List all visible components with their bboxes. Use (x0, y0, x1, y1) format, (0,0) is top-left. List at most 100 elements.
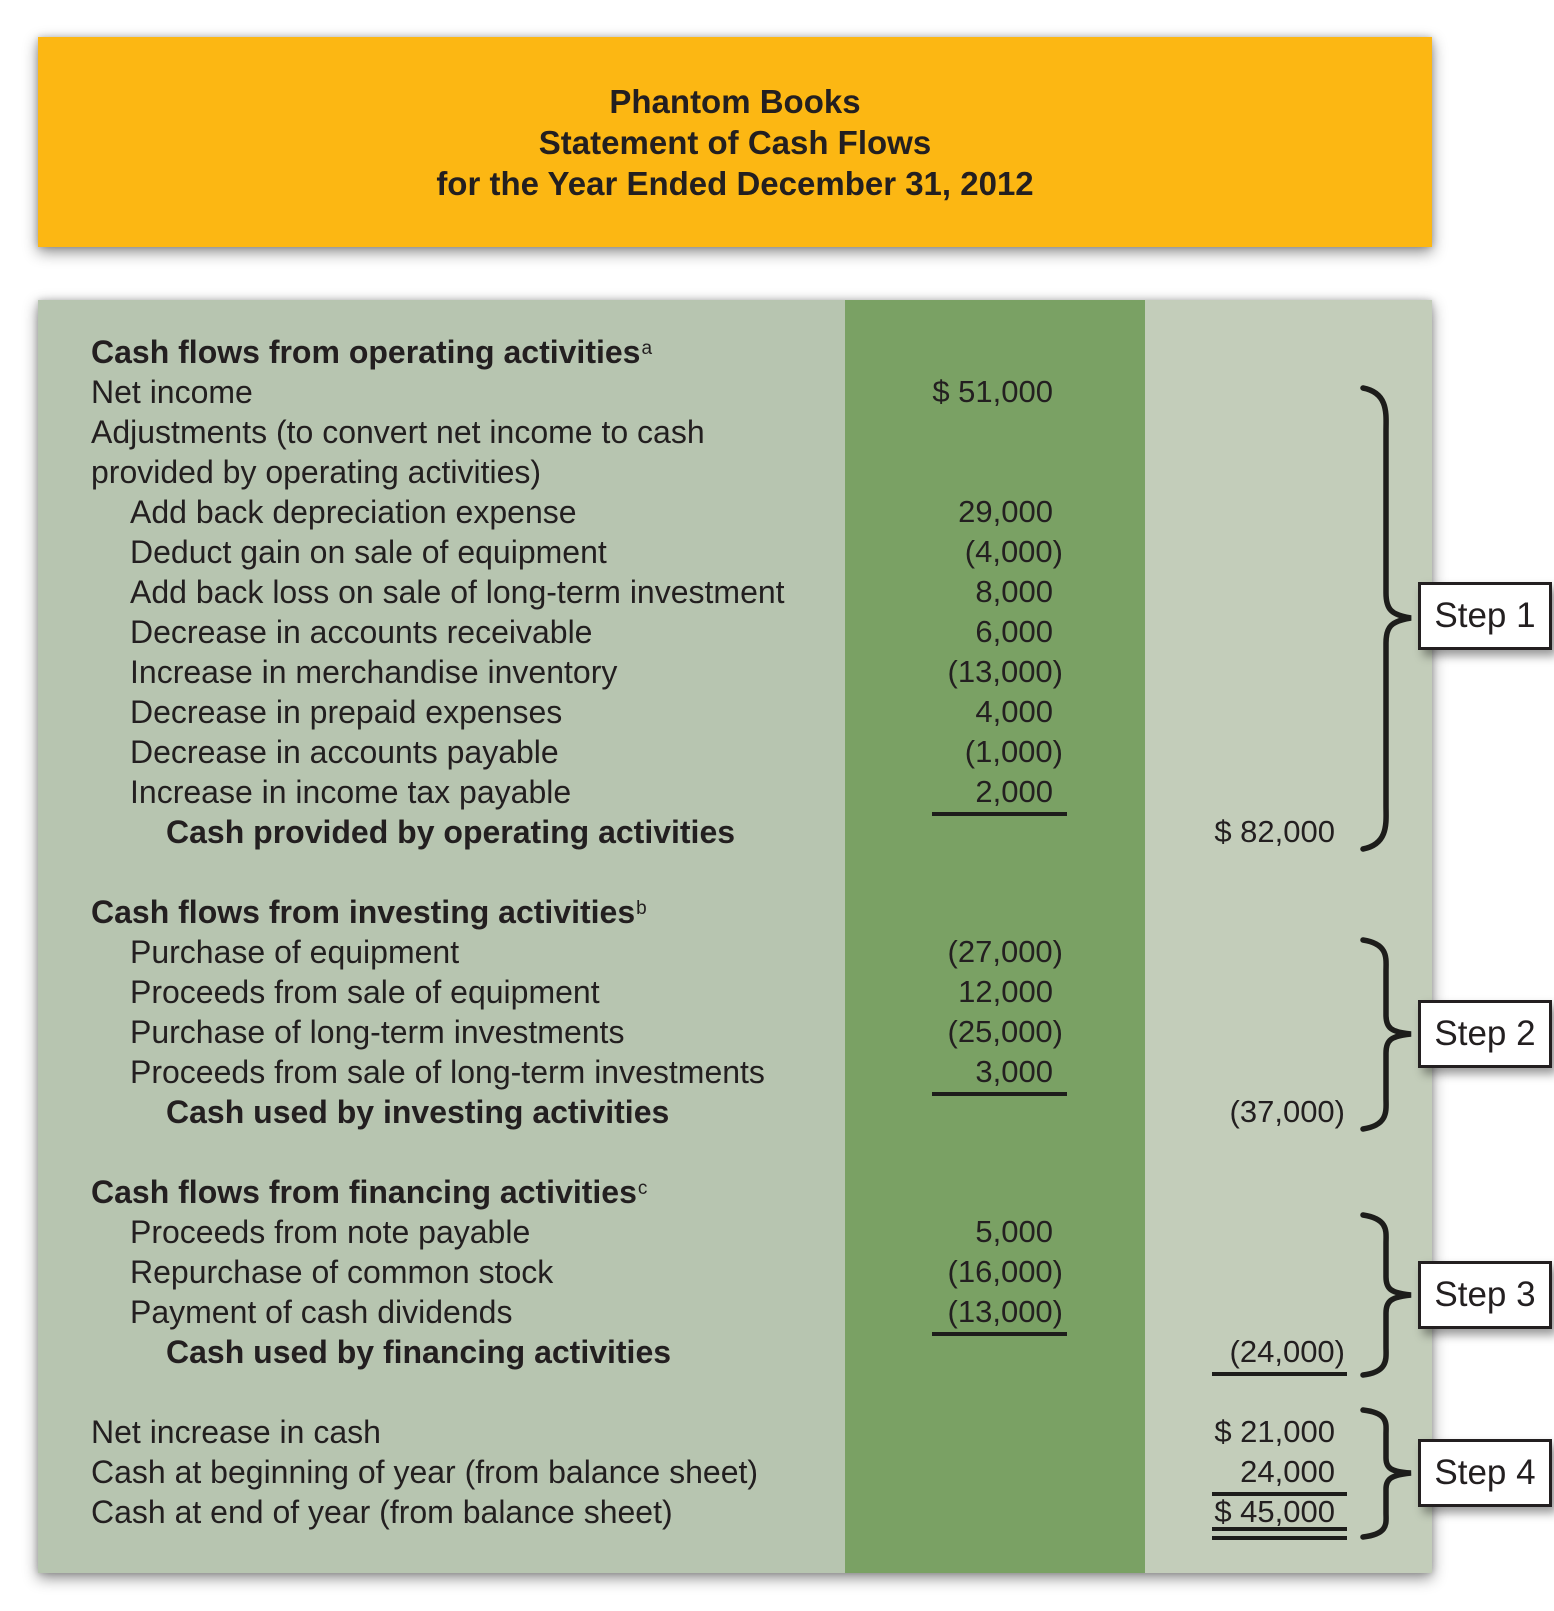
row-label-text: Cash flows from operating activities (91, 334, 641, 370)
row-label: Increase in income tax payable (130, 772, 571, 812)
step-1-label: Step 1 (1434, 596, 1536, 635)
amount-col2-value: $ 82,000 (1214, 814, 1335, 849)
row-label-text: Net income (91, 374, 253, 410)
amount-col1-value: (13,000) (947, 654, 1063, 689)
row-label: Add back loss on sale of long-term inves… (130, 572, 785, 612)
row-label: Increase in merchandise inventory (130, 652, 617, 692)
statement-row: Add back loss on sale of long-term inves… (38, 572, 1432, 612)
statement-row: Purchase of equipment (27,000) (38, 932, 1432, 972)
statement-row: Proceeds from sale of long-term investme… (38, 1052, 1432, 1096)
row-label: Cash at end of year (from balance sheet) (91, 1492, 673, 1532)
amount-col1-value: 8,000 (975, 574, 1053, 609)
row-label-text: Cash at beginning of year (from balance … (91, 1454, 759, 1490)
brace-step-1 (1360, 385, 1412, 852)
step-3-label: Step 3 (1434, 1275, 1536, 1314)
footnote-marker: a (641, 338, 653, 359)
amount-col1-value: 12,000 (958, 974, 1053, 1009)
statement-title: Statement of Cash Flows (538, 123, 932, 161)
subtotal-rule (932, 812, 1067, 816)
row-label-text: Add back loss on sale of long-term inves… (130, 574, 785, 610)
row-label: Cash used by investing activities (166, 1092, 669, 1132)
statement-row: Purchase of long-term investments(25,000… (38, 1012, 1432, 1052)
footnote-marker: b (636, 898, 647, 919)
row-label: Cash provided by operating activities (166, 812, 735, 852)
statement-row: Adjustments (to convert net income to ca… (38, 412, 1432, 452)
brace-step-2 (1360, 937, 1412, 1132)
row-label: Cash used by financing activities (166, 1332, 671, 1372)
row-label-text: Proceeds from note payable (130, 1214, 531, 1250)
statement-row: Net increase in cash $ 21,000 (38, 1412, 1432, 1452)
amount-col2-value: $ 21,000 (1214, 1414, 1335, 1449)
subtotal-rule (932, 1092, 1067, 1096)
statement-row: Cash at beginning of year (from balance … (38, 1452, 1432, 1496)
statement-row: Proceeds from sale of equipment 12,000 (38, 972, 1432, 1012)
row-label-text: Cash flows from investing activities (91, 894, 636, 930)
spacer-row (38, 852, 1432, 892)
spacer-row (38, 1132, 1432, 1172)
statement-row: Cash flows from operating activitiesa (38, 332, 1432, 372)
amount-col1-value: (1,000) (964, 734, 1063, 769)
amount-col1-value: (25,000) (947, 1014, 1063, 1049)
row-label-text: Add back depreciation expense (130, 494, 577, 530)
row-label: Add back depreciation expense (130, 492, 577, 532)
subtotal-rule (932, 1332, 1067, 1336)
double-rule-top (1212, 1527, 1347, 1531)
amount-col2-value: $ 45,000 (1214, 1494, 1335, 1529)
row-label: Repurchase of common stock (130, 1252, 553, 1292)
brace-step-4 (1360, 1407, 1412, 1540)
row-label-text: Adjustments (to convert net income to ca… (91, 414, 705, 450)
amount-col1-value: $ 51,000 (932, 374, 1053, 409)
statement-row: Increase in merchandise inventory (13,000… (38, 652, 1432, 692)
row-label: Decrease in accounts payable (130, 732, 559, 772)
row-label-text: Cash provided by operating activities (166, 814, 736, 850)
row-label-text: Repurchase of common stock (130, 1254, 554, 1290)
row-label-text: Purchase of equipment (130, 934, 460, 970)
total-rule (1212, 1372, 1347, 1376)
row-label: Net income (91, 372, 253, 412)
amount-col2-value: 24,000 (1240, 1454, 1335, 1489)
row-label: Proceeds from sale of equipment (130, 972, 600, 1012)
amount-col1-value: 29,000 (958, 494, 1053, 529)
row-label: Adjustments (to convert net income to ca… (91, 412, 705, 452)
row-label-text: provided by operating activities) (91, 454, 542, 490)
row-label-text: Decrease in prepaid expenses (130, 694, 563, 730)
statement-row: Cash used by financing activities (24,000… (38, 1332, 1432, 1376)
row-label: Purchase of equipment (130, 932, 459, 972)
statement-header: Phantom Books Statement of Cash Flows fo… (38, 37, 1432, 247)
row-label: Cash flows from operating activitiesa (91, 332, 652, 372)
statement-row: Cash provided by operating activities $ 8… (38, 812, 1432, 852)
amount-col2-value: (24,000) (1229, 1334, 1345, 1369)
amount-col1-value: 3,000 (975, 1054, 1053, 1089)
step-4-box: Step 4 (1418, 1439, 1552, 1507)
row-label: Cash flows from investing activitiesb (91, 892, 647, 932)
step-1-box: Step 1 (1418, 582, 1552, 650)
row-label-text: Cash flows from financing activities (91, 1174, 637, 1210)
row-label-text: Payment of cash dividends (130, 1294, 513, 1330)
row-label: Decrease in prepaid expenses (130, 692, 562, 732)
statement-row: Deduct gain on sale of equipment(4,000) (38, 532, 1432, 572)
statement-row: Repurchase of common stock (16,000) (38, 1252, 1432, 1292)
step-2-label: Step 2 (1434, 1014, 1536, 1053)
row-label: provided by operating activities) (91, 452, 541, 492)
amount-col1-value: (27,000) (947, 934, 1063, 969)
statement-row: Cash at end of year (from balance sheet)… (38, 1492, 1432, 1540)
row-label-text: Decrease in accounts payable (130, 734, 559, 770)
statement-period: for the Year Ended December 31, 2012 (436, 164, 1034, 202)
company-name: Phantom Books (609, 82, 861, 120)
step-2-box: Step 2 (1418, 1000, 1552, 1068)
statement-row: Cash flows from financing activitiesc (38, 1172, 1432, 1212)
amount-col1-value: (16,000) (947, 1254, 1063, 1289)
amount-col2-value: (37,000) (1229, 1094, 1345, 1129)
statement-row: Add back depreciation expense 29,000 (38, 492, 1432, 532)
row-label: Net increase in cash (91, 1412, 381, 1452)
amount-col1-value: 6,000 (975, 614, 1053, 649)
row-label: Deduct gain on sale of equipment (130, 532, 607, 572)
row-label: Cash flows from financing activitiesc (91, 1172, 647, 1212)
statement-row: provided by operating activities) (38, 452, 1432, 492)
row-label-text: Proceeds from sale of long-term investme… (130, 1054, 765, 1090)
